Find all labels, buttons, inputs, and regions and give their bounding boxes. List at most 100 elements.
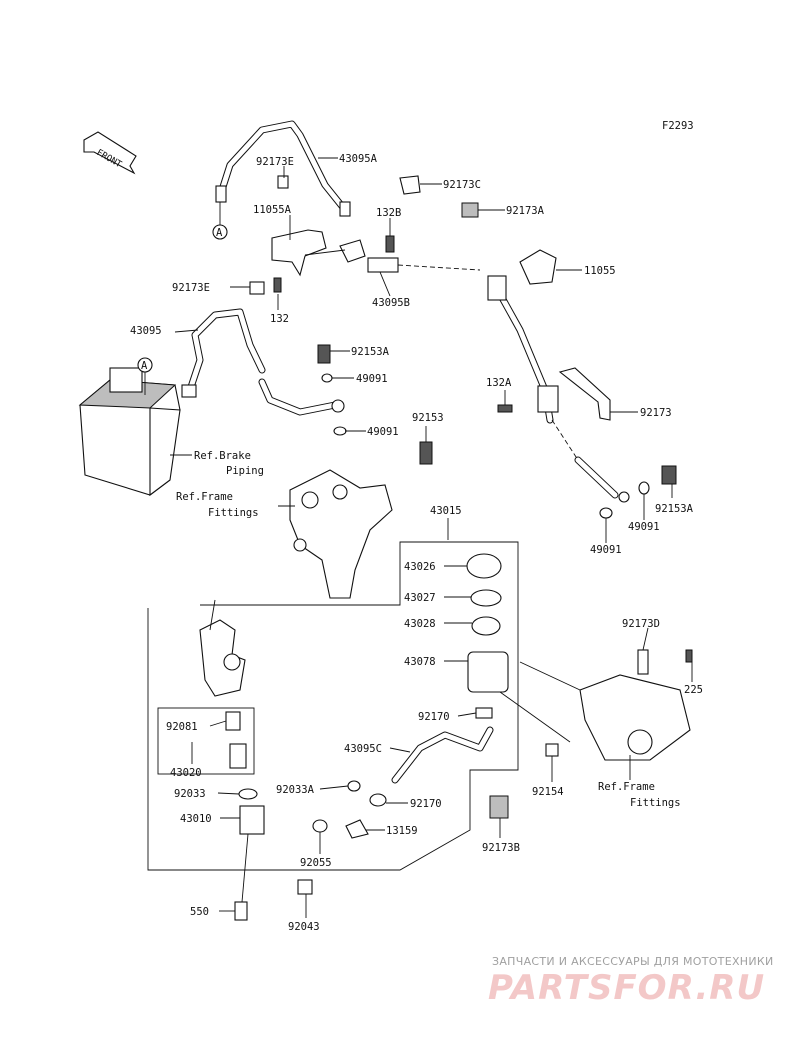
label-92153: 92153 [412, 412, 444, 424]
label-92043: 92043 [288, 921, 320, 933]
label-11055a: 11055A [253, 204, 292, 216]
bolt-92153 [419, 441, 433, 465]
label-43095c: 43095C [344, 743, 382, 755]
figure-code: F2293 [662, 120, 694, 132]
label-132b: 132B [376, 207, 401, 219]
ref-brake-piping-line2: Piping [226, 465, 264, 477]
callout-a-circle-abs [137, 357, 153, 373]
ref-frame-fittings-1-line1: Ref.Frame [176, 491, 233, 503]
ref-brake-piping-line1: Ref.Brake [194, 450, 251, 462]
abs-unit [78, 367, 181, 497]
label-43027: 43027 [404, 592, 436, 604]
callout-a-abs: A [141, 360, 148, 372]
pushrod-43010 [239, 805, 265, 835]
bolt-132a [497, 404, 513, 413]
banjo-fitting-right [618, 491, 630, 503]
rear-brake-hose-right [487, 275, 619, 499]
banjo-bolt-92153a [317, 344, 331, 364]
clamp-92173b [489, 795, 509, 819]
brake-hose-43095 [181, 308, 345, 416]
callout-a-top: A [216, 227, 223, 239]
label-92173a: 92173A [506, 205, 545, 217]
clamp-92173c [399, 175, 421, 195]
reservoir-cap-43026 [466, 553, 502, 579]
clamp-92173e-top [277, 175, 289, 189]
label-43015: 43015 [430, 505, 462, 517]
label-550: 550 [190, 906, 209, 918]
piston-43020 [229, 743, 247, 769]
label-92173c: 92173C [443, 179, 481, 191]
piston-assembly-43020-box [157, 707, 255, 775]
label-132a: 132A [486, 377, 512, 389]
bracket-11055 [519, 249, 557, 285]
brake-hose-43095a [215, 120, 351, 217]
watermark-logo: PARTSFOR.RU [488, 968, 766, 1008]
label-43026: 43026 [404, 561, 436, 573]
ref-frame-fittings-1-line2: Fittings [208, 507, 259, 519]
label-132: 132 [270, 313, 289, 325]
label-43020: 43020 [170, 767, 202, 779]
label-43078: 43078 [404, 656, 436, 668]
clamp-92173a [461, 202, 479, 218]
reservoir-group-outline [147, 541, 519, 871]
label-92154: 92154 [532, 786, 564, 798]
callout-a-circle-top [212, 224, 228, 240]
bolt-132b [385, 235, 395, 253]
cotter-pin-550 [234, 901, 248, 921]
hose-joint [339, 239, 366, 263]
label-92153a-b: 92153A [655, 503, 694, 515]
label-92055: 92055 [300, 857, 332, 869]
label-49091-b: 49091 [367, 426, 399, 438]
fitting-43095b [367, 257, 399, 273]
label-43095: 43095 [130, 325, 162, 337]
washer-49091-right-a [638, 481, 650, 495]
label-92173e-top: 92173E [256, 156, 294, 168]
label-92170: 92170 [418, 711, 450, 723]
label-13159: 13159 [386, 825, 418, 837]
pin-92043 [297, 879, 313, 895]
label-11055: 11055 [584, 265, 616, 277]
label-92173e: 92173E [172, 282, 210, 294]
leader-lines [170, 157, 693, 918]
diaphragm-43028 [471, 616, 501, 636]
clamp-92170-b [369, 793, 387, 807]
bolt-92154 [545, 743, 559, 757]
label-43095a: 43095A [339, 153, 378, 165]
banjo-bolt-92153a-right [661, 465, 677, 485]
label-92173d: 92173D [622, 618, 660, 630]
bolt-132 [273, 277, 282, 293]
label-92173b: 92173B [482, 842, 520, 854]
label-92081: 92081 [166, 721, 198, 733]
ref-frame-fittings-2-line1: Ref.Frame [598, 781, 655, 793]
label-49091-d: 49091 [590, 544, 622, 556]
ref-frame-fittings-2-line2: Fittings [630, 797, 681, 809]
circlip-92033a [347, 780, 361, 792]
label-92153a: 92153A [351, 346, 390, 358]
bracket-92173 [558, 367, 611, 421]
clamp-92170 [475, 707, 493, 719]
spring-92081 [225, 711, 241, 731]
master-cylinder [199, 599, 246, 697]
plate-43027 [470, 589, 502, 607]
washer-49091-b [333, 426, 347, 436]
washer-49091-right-b [599, 507, 613, 519]
label-92033a: 92033A [276, 784, 315, 796]
clamp-92173e [249, 281, 265, 295]
fitting-13159 [345, 819, 369, 839]
label-43010: 43010 [180, 813, 212, 825]
washer-49091-a [321, 373, 333, 383]
reservoir-43078 [467, 651, 509, 693]
label-43028: 43028 [404, 618, 436, 630]
label-49091-c: 49091 [628, 521, 660, 533]
oring-92055 [312, 819, 328, 833]
circlip-92033 [238, 788, 258, 800]
label-92173: 92173 [640, 407, 672, 419]
right-frame-fittings [579, 649, 693, 761]
label-92170-b: 92170 [410, 798, 442, 810]
front-direction-arrow: FRONT [83, 131, 137, 175]
label-92033: 92033 [174, 788, 206, 800]
label-43095b: 43095B [372, 297, 410, 309]
bracket-11055a [271, 229, 327, 277]
